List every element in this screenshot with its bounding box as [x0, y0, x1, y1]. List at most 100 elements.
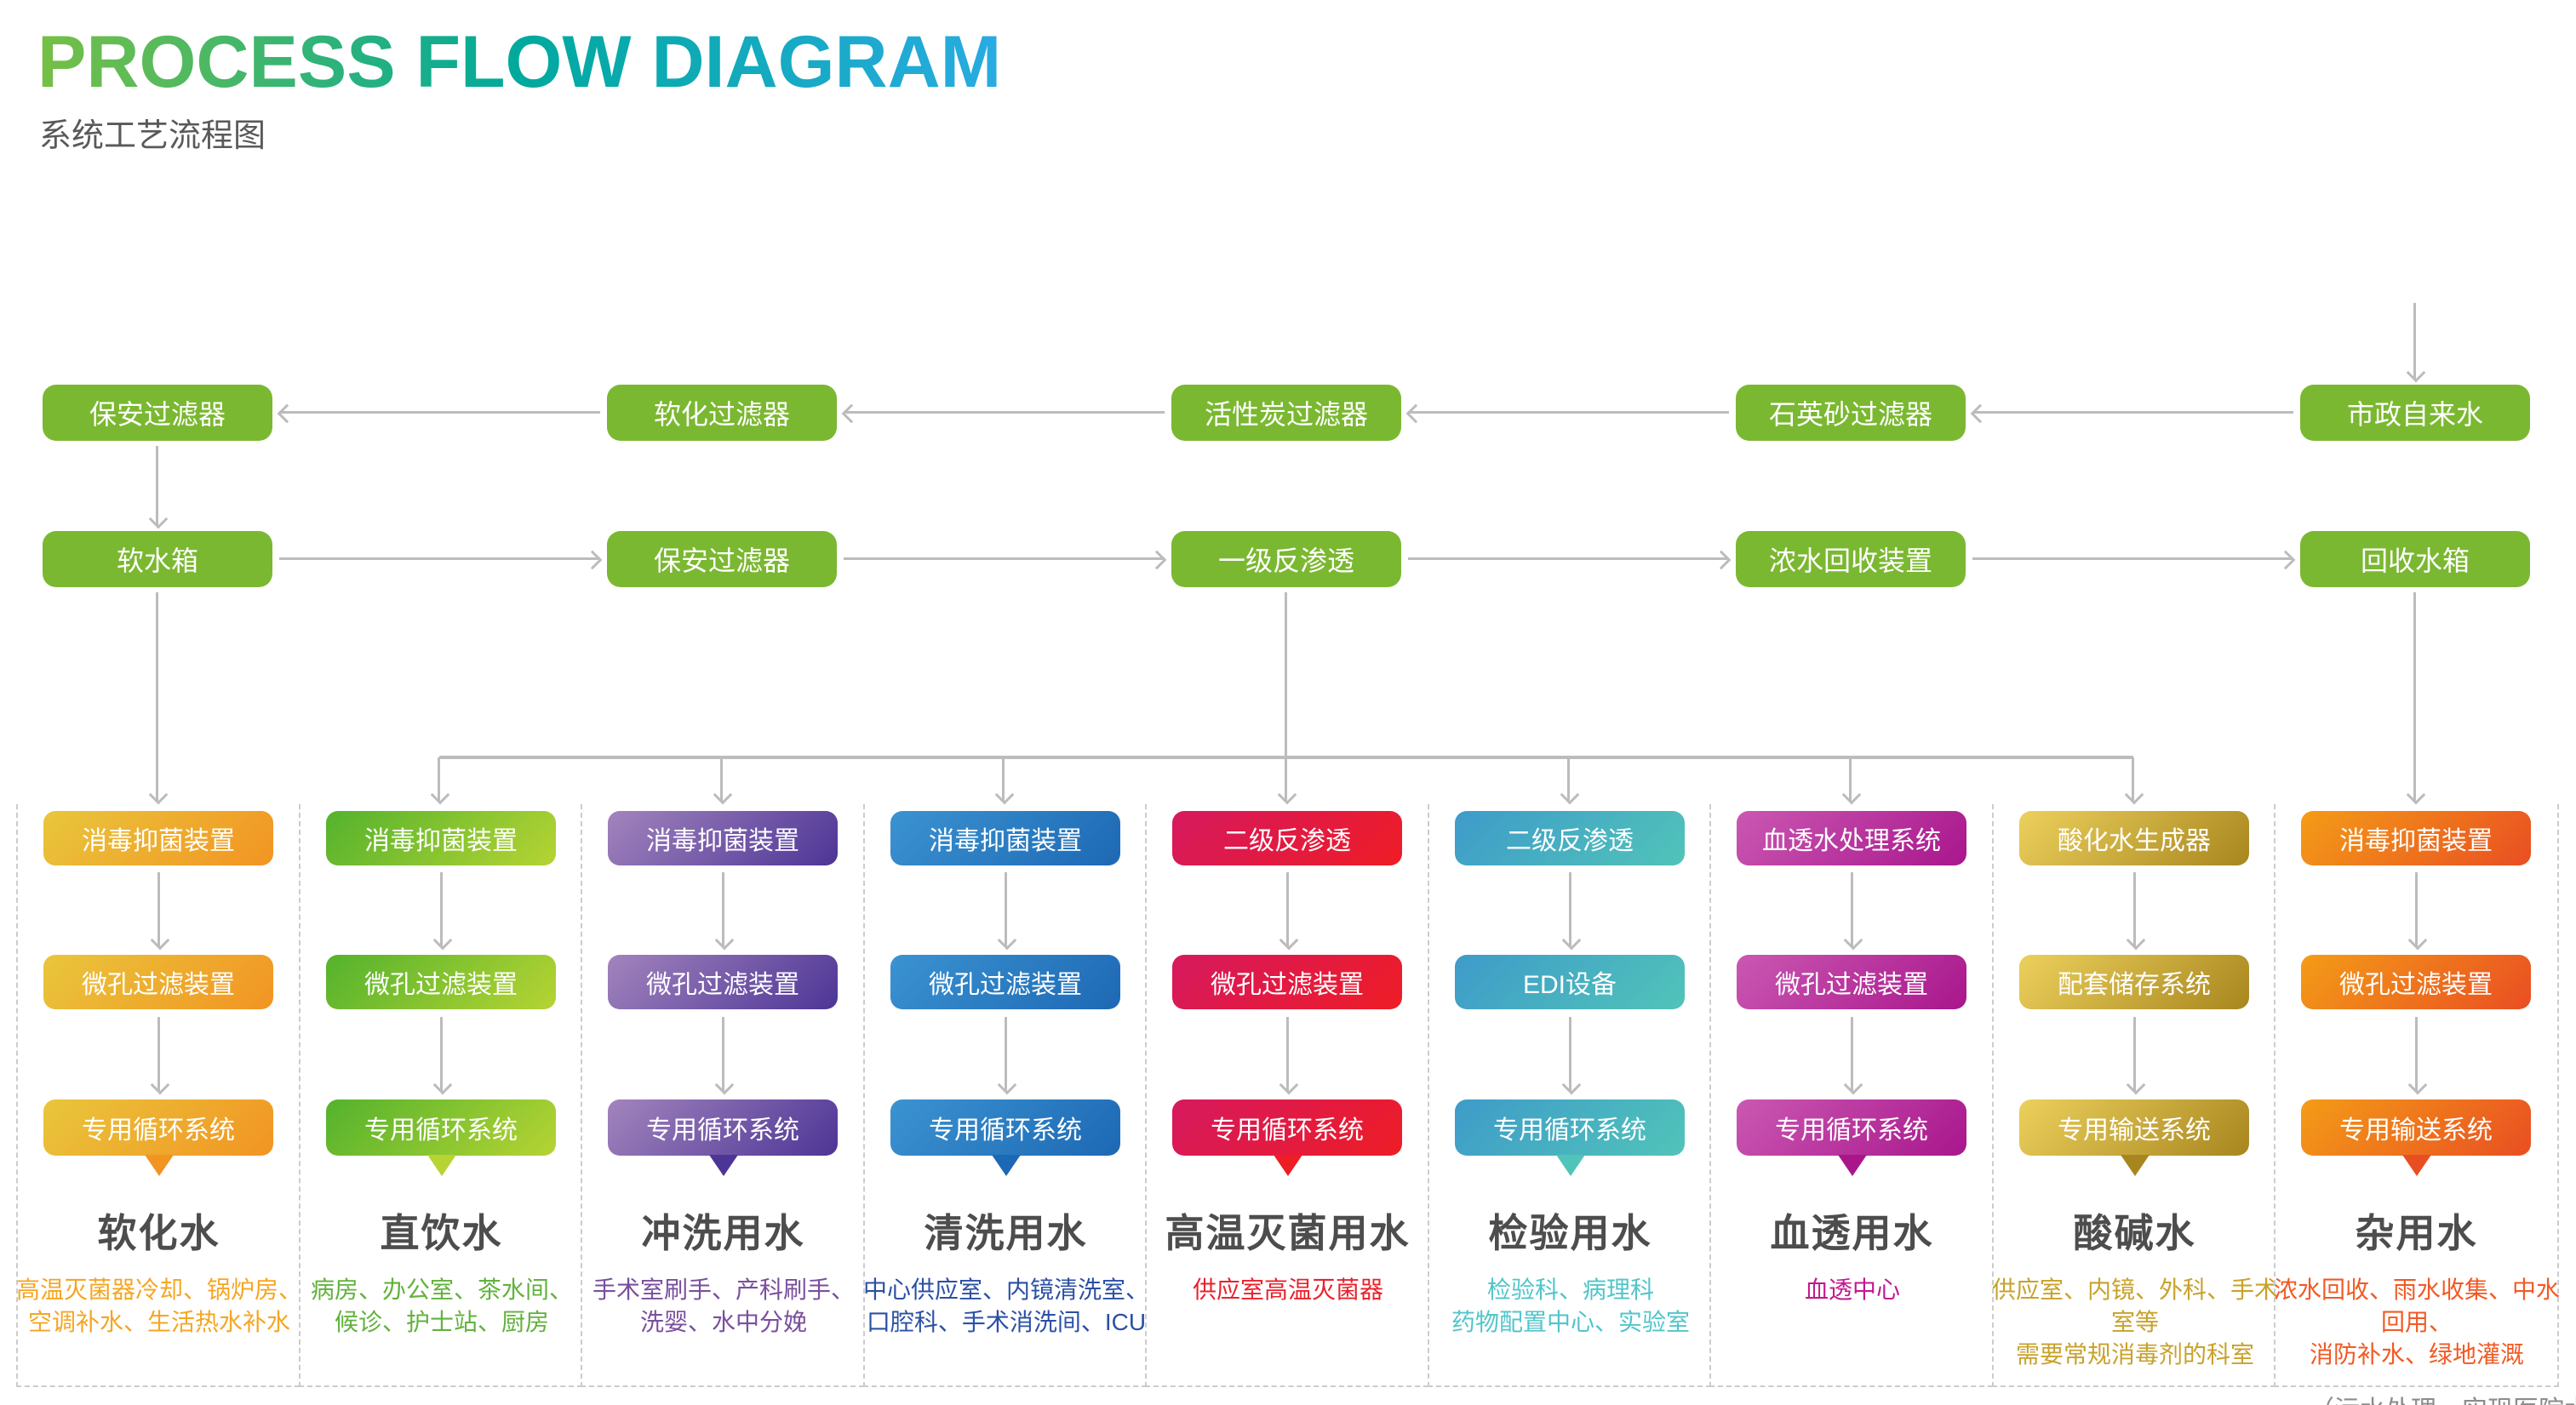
- tier3-pointer: [992, 1155, 1021, 1176]
- tier1-node: 血透水处理系统: [1737, 811, 1966, 865]
- arrow-tier1-tier2: [2133, 872, 2136, 947]
- usage-desc: 高温灭菌器冷却、锅炉房、 空调补水、生活热水补水: [15, 1276, 302, 1335]
- tier2-node: 微孔过滤装置: [2301, 955, 2531, 1009]
- arrow-tier1-tier2: [1286, 872, 1289, 947]
- node-activated-carbon-filter: 活性炭过滤器: [1171, 385, 1401, 441]
- tier3-pointer: [145, 1155, 174, 1176]
- tier3-label: 专用循环系统: [82, 1117, 235, 1145]
- arrow-tier1-tier2: [722, 872, 724, 947]
- tier1-label: 消毒抑菌装置: [929, 827, 1082, 855]
- tier2-label: EDI设备: [1522, 971, 1617, 999]
- tier2-node: 微孔过滤装置: [326, 955, 556, 1009]
- usage-desc: 血透中心: [1804, 1276, 1900, 1303]
- tier3-label: 专用循环系统: [1493, 1117, 1646, 1145]
- tier2-node: EDI设备: [1455, 955, 1685, 1009]
- arrow-tier1-tier2: [2415, 872, 2418, 947]
- column-flushing-water: 消毒抑菌装置 微孔过滤装置 专用循环系统 冲洗用水 手术室刷手、产科刷手、 洗婴…: [581, 804, 864, 1387]
- arrow-branch-col6: [1567, 757, 1570, 802]
- arrow-tier2-tier3: [1286, 1017, 1289, 1092]
- column-high-temp-sterilization-water: 二级反渗透 微孔过滤装置 专用循环系统 高温灭菌用水 供应室高温灭菌器: [1145, 804, 1428, 1387]
- arrow-branch-col2: [438, 757, 440, 802]
- usage-desc: 手术室刷手、产科刷手、 洗婴、水中分娩: [592, 1276, 855, 1335]
- page-subtitle: 系统工艺流程图: [39, 118, 266, 154]
- tier1-label: 二级反渗透: [1506, 827, 1634, 855]
- node-security-filter-1: 保安过滤器: [43, 385, 272, 441]
- tier1-label: 酸化水生成器: [2058, 827, 2211, 855]
- column-miscellaneous-water: 消毒抑菌装置 微孔过滤装置 专用输送系统 杂用水 浓水回收、雨水收集、中水回用、…: [2274, 804, 2560, 1387]
- tier1-node: 消毒抑菌装置: [608, 811, 838, 865]
- arrow-tier2-tier3: [2415, 1017, 2418, 1092]
- usage-desc: 浓水回收、雨水收集、中水回用、 消防补水、绿地灌溉: [2273, 1276, 2560, 1368]
- column-softened-water: 消毒抑菌装置 微孔过滤装置 专用循环系统 软化水 高温灭菌器冷却、锅炉房、 空调…: [16, 804, 302, 1387]
- arrow-inlet-to-tap-water: [2413, 303, 2416, 380]
- water-type-title: 直饮水: [380, 1211, 503, 1255]
- tier3-label: 专用输送系统: [2339, 1117, 2493, 1145]
- column-lab-water: 二级反渗透 EDI设备 专用循环系统 检验用水 检验科、病理科 药物配置中心、实…: [1428, 804, 1711, 1387]
- tier3-pointer: [1274, 1155, 1302, 1176]
- tier2-label: 微孔过滤装置: [1775, 971, 1928, 999]
- column-acid-alkaline-water: 酸化水生成器 配套储存系统 专用输送系统 酸碱水 供应室、内镜、外科、手术室等 …: [1992, 804, 2278, 1387]
- arrow-tier2-tier3: [1851, 1017, 1853, 1092]
- column-hemodialysis-water: 血透水处理系统 微孔过滤装置 专用循环系统 血透用水 血透中心: [1709, 804, 1993, 1387]
- tier3-pointer: [709, 1155, 738, 1176]
- arrow-tier2-tier3: [1569, 1017, 1571, 1092]
- tier2-node: 微孔过滤装置: [1737, 955, 1966, 1009]
- tier1-node: 消毒抑菌装置: [2301, 811, 2531, 865]
- usage-desc: 供应室、内镜、外科、手术室等 需要常规消毒剂的科室: [1991, 1276, 2278, 1368]
- tier2-label: 微孔过滤装置: [1211, 971, 1364, 999]
- node-softening-filter: 软化过滤器: [607, 385, 837, 441]
- arrow-row1-left-4: [1972, 411, 2293, 414]
- arrow-soft-tank-to-col1: [156, 592, 158, 802]
- tier3-node: 专用循环系统: [890, 1099, 1120, 1156]
- tier1-node: 消毒抑菌装置: [43, 811, 273, 865]
- tier3-node: 专用循环系统: [1455, 1099, 1685, 1156]
- usage-desc: 中心供应室、内镜清洗室、 口腔科、手术消洗间、ICU: [862, 1276, 1149, 1335]
- tier2-label: 配套储存系统: [2058, 971, 2211, 999]
- tier3-node: 专用循环系统: [43, 1099, 273, 1156]
- node-first-stage-ro: 一级反渗透: [1171, 531, 1401, 587]
- page-title: PROCESS FLOW DIAGRAM: [37, 21, 1001, 103]
- tier2-label: 微孔过滤装置: [646, 971, 799, 999]
- tier3-label: 专用循环系统: [364, 1117, 518, 1145]
- arrow-row1-left-2: [844, 411, 1165, 414]
- usage-desc: 检验科、病理科 药物配置中心、实验室: [1451, 1276, 1690, 1335]
- water-type-title: 清洗用水: [924, 1211, 1088, 1255]
- tier3-label: 专用循环系统: [1211, 1117, 1364, 1145]
- column-drinking-water: 消毒抑菌装置 微孔过滤装置 专用循环系统 直饮水 病房、办公室、茶水间、 候诊、…: [299, 804, 582, 1387]
- tier3-pointer: [1556, 1155, 1585, 1176]
- arrow-row1-left-1: [279, 411, 600, 414]
- tier3-pointer: [2402, 1155, 2431, 1176]
- water-type-title: 检验用水: [1488, 1211, 1652, 1255]
- usage-desc: 供应室高温灭菌器: [1192, 1276, 1383, 1303]
- footer-note: （污水处理，实现医院水系统闭环）: [2309, 1389, 2576, 1405]
- arrow-tier1-tier2: [440, 872, 443, 947]
- arrow-branch-col7: [1849, 757, 1852, 802]
- water-type-title: 杂用水: [2355, 1211, 2478, 1255]
- usage-desc: 病房、办公室、茶水间、 候诊、护士站、厨房: [310, 1276, 573, 1335]
- tier1-label: 消毒抑菌装置: [646, 827, 799, 855]
- tier1-label: 消毒抑菌装置: [2339, 827, 2493, 855]
- column-cleaning-water: 消毒抑菌装置 微孔过滤装置 专用循环系统 清洗用水 中心供应室、内镜清洗室、 口…: [863, 804, 1149, 1387]
- arrow-row2-right-1: [279, 557, 600, 560]
- tier3-node: 专用循环系统: [1737, 1099, 1966, 1156]
- arrow-row2-right-3: [1408, 557, 1729, 560]
- arrow-tier1-tier2: [157, 872, 160, 947]
- tier1-label: 二级反渗透: [1223, 827, 1351, 855]
- water-type-title: 酸碱水: [2073, 1211, 2196, 1255]
- tier2-label: 微孔过滤装置: [82, 971, 235, 999]
- arrow-tier1-tier2: [1005, 872, 1007, 947]
- tier3-label: 专用循环系统: [646, 1117, 799, 1145]
- tier2-node: 微孔过滤装置: [608, 955, 838, 1009]
- arrow-tier1-tier2: [1569, 872, 1571, 947]
- tier3-label: 专用循环系统: [1775, 1117, 1928, 1145]
- tier3-node: 专用循环系统: [608, 1099, 838, 1156]
- node-security-filter-2: 保安过滤器: [607, 531, 837, 587]
- arrow-filter-to-tank: [156, 446, 158, 526]
- branch-line: [439, 756, 2133, 759]
- arrow-branch-col8: [2132, 757, 2134, 802]
- tier2-label: 微孔过滤装置: [364, 971, 518, 999]
- tier1-node: 酸化水生成器: [2019, 811, 2249, 865]
- arrow-branch-col3: [720, 757, 723, 802]
- tier1-node: 二级反渗透: [1172, 811, 1402, 865]
- tier1-label: 血透水处理系统: [1762, 827, 1941, 855]
